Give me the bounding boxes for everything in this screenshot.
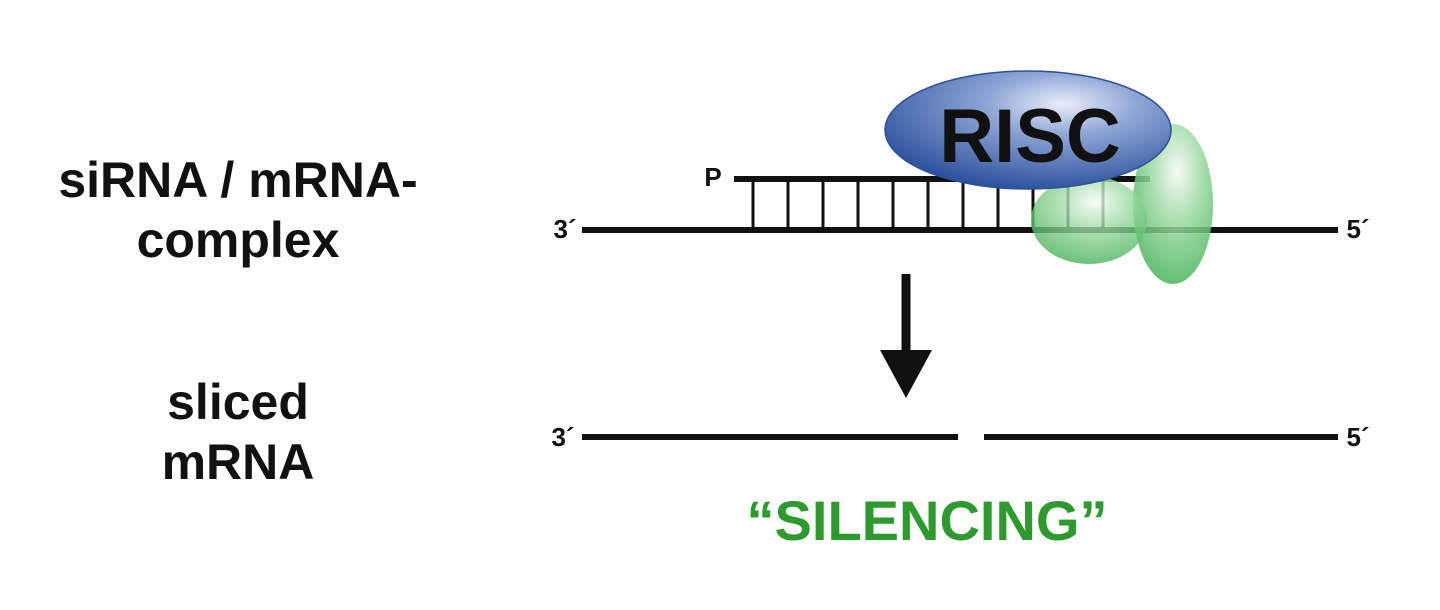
phosphate-label: P bbox=[704, 162, 721, 192]
silencing-label: “SILENCING” bbox=[747, 489, 1108, 552]
bottom-3prime-label: 3´ bbox=[551, 422, 574, 452]
sliced-label-line2: mRNA bbox=[161, 434, 315, 490]
risc-green-subunit-left bbox=[1031, 176, 1147, 264]
bottom-5prime-label: 5´ bbox=[1346, 422, 1369, 452]
down-arrow-icon bbox=[880, 274, 932, 398]
sirna-mrna-complex-label: siRNA / mRNA- complex bbox=[18, 150, 458, 270]
risc-complex bbox=[884, 70, 1172, 190]
complex-label-line2: complex bbox=[136, 212, 340, 268]
risc-green-subunit-right bbox=[1133, 124, 1213, 284]
top-3prime-label: 3´ bbox=[553, 214, 576, 244]
sliced-mrna-label: sliced mRNA bbox=[18, 372, 458, 492]
sirna-mrna-duplex bbox=[582, 176, 1338, 233]
sliced-label-line1: sliced bbox=[167, 374, 309, 430]
complex-label-line1: siRNA / mRNA- bbox=[58, 152, 418, 208]
top-5prime-label: 5´ bbox=[1346, 214, 1369, 244]
risc-label: RISC bbox=[939, 94, 1121, 179]
